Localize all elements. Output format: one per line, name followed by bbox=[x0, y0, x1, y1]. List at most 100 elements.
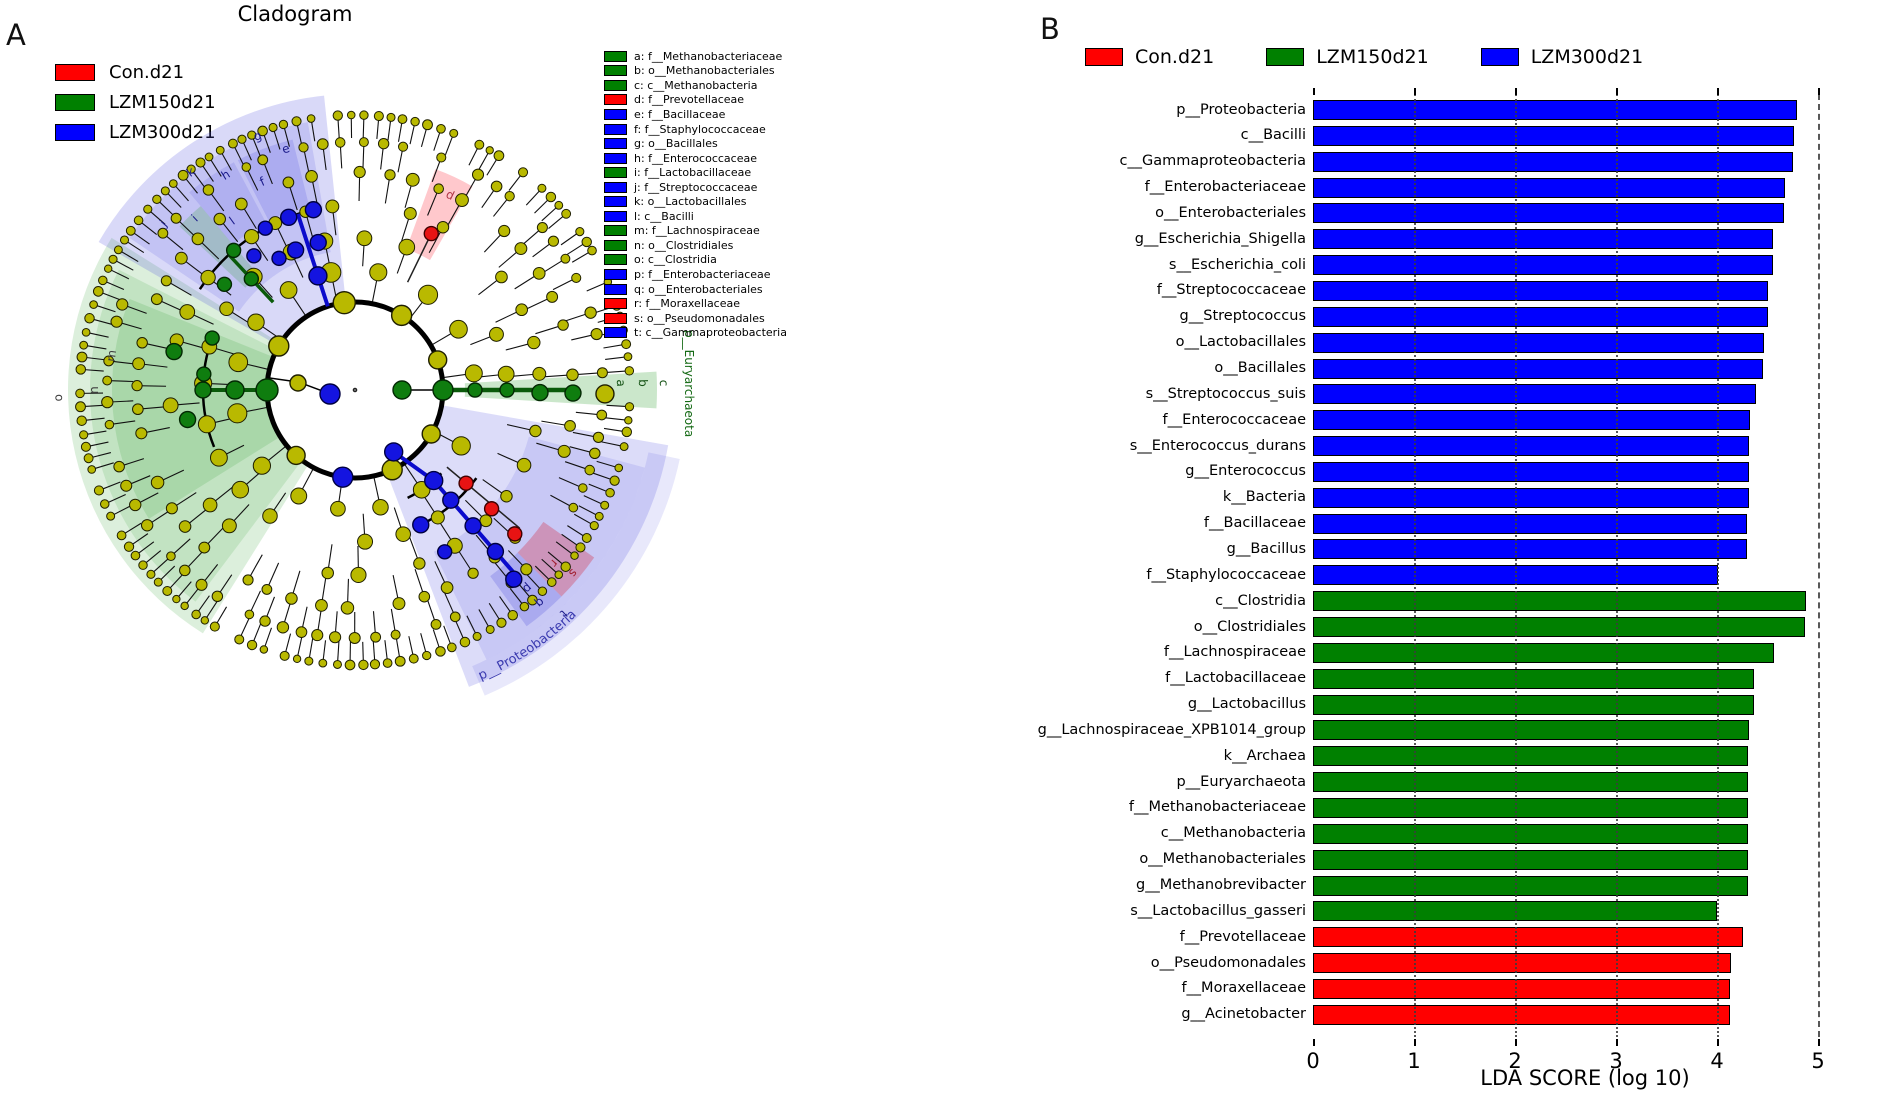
lda-bar bbox=[1313, 875, 1749, 896]
cladogram-node bbox=[83, 453, 94, 464]
cladogram-highlight-node bbox=[507, 526, 523, 542]
cladogram-node bbox=[560, 253, 571, 264]
cladogram-node bbox=[119, 235, 130, 245]
cladogram-node bbox=[259, 615, 271, 627]
cladogram-highlight-node bbox=[352, 387, 358, 393]
cladogram-node bbox=[282, 176, 295, 189]
cladogram-node bbox=[162, 397, 179, 414]
cladogram-highlight-node bbox=[178, 410, 197, 429]
cladogram-highlight-node bbox=[436, 544, 453, 560]
lda-bar bbox=[1313, 823, 1749, 844]
cladogram-node bbox=[359, 110, 369, 120]
cladogram-node bbox=[417, 284, 439, 305]
cladogram-node bbox=[624, 416, 633, 425]
taxon-label: g__Methanobrevibacter bbox=[1136, 877, 1306, 893]
cladogram-node bbox=[589, 447, 601, 460]
cladogram-node bbox=[221, 518, 237, 534]
cladogram-node bbox=[605, 487, 615, 498]
cladogram-node bbox=[166, 551, 176, 562]
taxon-label: o__Bacillales bbox=[1214, 360, 1306, 376]
cladogram-node bbox=[186, 164, 196, 174]
taxon-label: g__Bacillus bbox=[1226, 540, 1306, 557]
cladogram-node bbox=[474, 139, 485, 150]
cladogram-node bbox=[75, 388, 85, 399]
cladogram-node bbox=[87, 465, 97, 474]
taxon-label: f__Lactobacillaceae bbox=[1165, 670, 1306, 687]
cladogram-node bbox=[584, 464, 595, 476]
cladogram-sector bbox=[67, 237, 309, 634]
cladogram-node bbox=[285, 592, 298, 605]
cladogram-node bbox=[532, 266, 546, 280]
cladogram-node bbox=[504, 190, 515, 202]
legend-label: LZM300d21 bbox=[109, 122, 216, 143]
taxa-legend-swatch bbox=[604, 239, 627, 251]
legend-swatch bbox=[1085, 48, 1123, 66]
cladogram-node bbox=[348, 631, 361, 645]
cladogram-highlight-node bbox=[196, 366, 212, 382]
cladogram-node bbox=[202, 184, 215, 196]
lda-bar bbox=[1313, 539, 1748, 560]
cladogram-node bbox=[76, 415, 87, 426]
cladogram-node bbox=[566, 368, 579, 382]
cladogram-node bbox=[135, 427, 148, 440]
cladogram-node bbox=[75, 364, 87, 375]
cladogram-sector-letter: m bbox=[104, 349, 119, 363]
axis-tick bbox=[1313, 88, 1315, 95]
cladogram-node bbox=[517, 167, 529, 178]
taxa-legend-swatch bbox=[604, 327, 627, 339]
taxa-legend-swatch bbox=[604, 65, 627, 77]
cladogram-node bbox=[177, 169, 189, 181]
cladogram-node bbox=[234, 634, 245, 645]
taxa-legend-label: f: f__Staphylococcaceae bbox=[634, 122, 766, 136]
cladogram-node bbox=[191, 609, 201, 620]
cladogram-node bbox=[257, 154, 269, 166]
axis-tick-label: 0 bbox=[1306, 1048, 1320, 1073]
cladogram-highlight-node bbox=[216, 276, 233, 292]
cladogram-node bbox=[195, 157, 206, 168]
taxon-label: f__Prevotellaceae bbox=[1179, 928, 1306, 945]
lda-bar bbox=[1313, 591, 1806, 612]
cladogram-node bbox=[369, 659, 381, 670]
gridline bbox=[1616, 94, 1618, 1037]
cladogram-node bbox=[446, 642, 457, 653]
cladogram-node bbox=[560, 561, 571, 572]
legend-label: LZM150d21 bbox=[1316, 46, 1429, 68]
cladogram-node bbox=[596, 367, 608, 379]
cladogram-node bbox=[136, 337, 148, 349]
taxa-legend-swatch bbox=[604, 298, 627, 310]
cladogram-node bbox=[292, 654, 302, 664]
taxa-legend-label: j: f__Streptococcaceae bbox=[634, 180, 758, 194]
cladogram-node bbox=[84, 313, 95, 324]
cladogram-sector-letter: i bbox=[189, 212, 201, 225]
taxa-legend-label: g: o__Bacillales bbox=[634, 137, 718, 151]
cladogram-highlight-node bbox=[286, 241, 305, 259]
cladogram-node bbox=[179, 564, 191, 577]
taxa-legend-label: t: c__Gammaproteobacteria bbox=[634, 326, 787, 340]
cladogram-node bbox=[384, 169, 396, 181]
taxa-legend-label: d: f__Prevotellaceae bbox=[634, 93, 745, 107]
cladogram-node bbox=[485, 146, 494, 155]
cladogram-node bbox=[332, 659, 342, 669]
cladogram-node bbox=[153, 577, 163, 587]
cladogram-node bbox=[394, 655, 406, 667]
lda-bar bbox=[1313, 772, 1749, 793]
cladogram-node bbox=[209, 621, 220, 632]
legend-item: Con.d21 bbox=[55, 62, 216, 83]
cladogram-node bbox=[369, 263, 388, 282]
taxon-label: c__Bacilli bbox=[1240, 127, 1306, 144]
cladogram-node bbox=[490, 180, 503, 193]
cladogram-node bbox=[516, 457, 532, 473]
gridline bbox=[1414, 94, 1416, 1037]
cladogram-node bbox=[430, 618, 442, 630]
cladogram-node bbox=[418, 590, 431, 603]
cladogram-node bbox=[488, 326, 504, 342]
cladogram-node bbox=[276, 621, 290, 634]
taxa-legend-item: k: o__Lactobacillales bbox=[604, 194, 787, 209]
cladogram-link bbox=[446, 466, 521, 529]
cladogram-node bbox=[211, 590, 224, 603]
cladogram-node bbox=[172, 594, 181, 604]
cladogram-node bbox=[433, 183, 444, 195]
cladogram-node bbox=[143, 204, 153, 214]
